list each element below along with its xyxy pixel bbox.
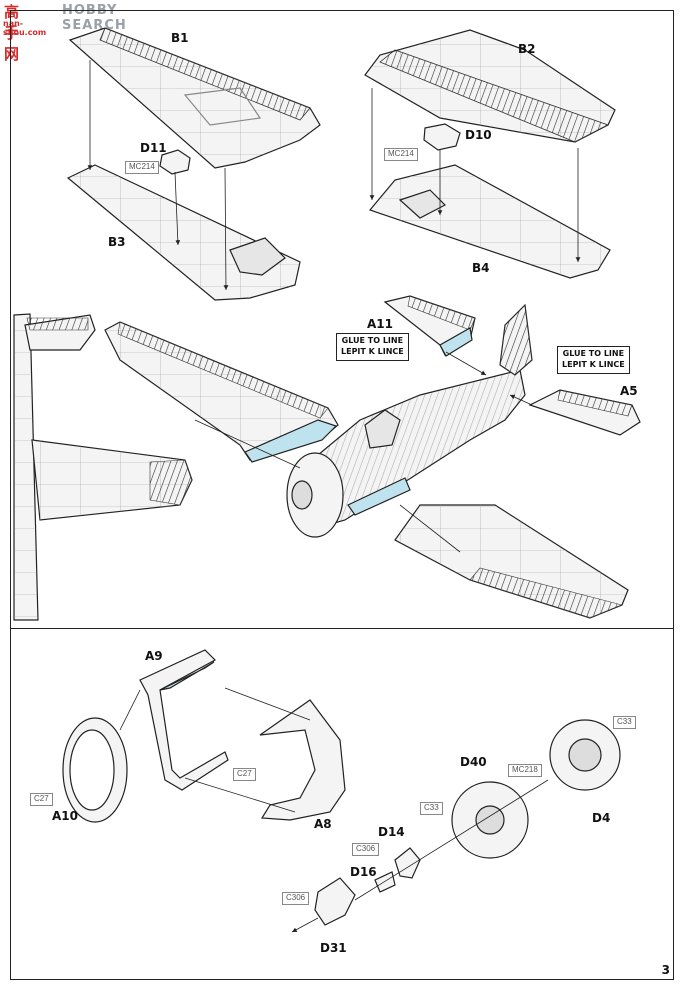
ref-c306-bottom: C306 xyxy=(282,892,310,905)
page-number: 3 xyxy=(661,963,670,977)
label-d40: D40 xyxy=(460,755,487,769)
label-a11: A11 xyxy=(367,317,393,331)
label-b2: B2 xyxy=(518,42,536,56)
label-d14: D14 xyxy=(378,825,405,839)
part-a10-cowl-ring xyxy=(62,717,128,823)
right-wing xyxy=(394,504,629,619)
partial-side-view xyxy=(13,313,193,621)
label-a10: A10 xyxy=(52,809,78,823)
watermark-url: nan-shou.com xyxy=(3,19,47,37)
part-d4-engine-rear xyxy=(549,719,621,791)
ref-c33-mid: C33 xyxy=(420,802,443,815)
glue-note-right-line2: LEPIT K LINCE xyxy=(562,359,625,369)
part-b4-wing-lower xyxy=(368,164,611,279)
ref-c27-mid: C27 xyxy=(233,768,256,781)
ref-c27-left: C27 xyxy=(30,793,53,806)
label-d31: D31 xyxy=(320,941,347,955)
fuselage xyxy=(286,303,533,538)
glue-note-left: GLUE TO LINE LEPIT K LINCE xyxy=(336,333,409,361)
part-d10 xyxy=(423,123,461,151)
page-frame xyxy=(10,10,674,980)
ref-mc218: MC218 xyxy=(508,764,542,777)
label-b3: B3 xyxy=(108,235,126,249)
part-b2-wing-upper xyxy=(364,29,616,143)
glue-note-right: GLUE TO LINE LEPIT K LINCE xyxy=(557,346,630,374)
label-b4: B4 xyxy=(472,261,490,275)
label-a5: A5 xyxy=(620,384,638,398)
part-a11-stabilizer xyxy=(383,295,476,357)
label-b1: B1 xyxy=(171,31,189,45)
watermark-logo: 高手网 xyxy=(4,3,21,63)
glue-note-right-line1: GLUE TO LINE xyxy=(562,349,625,358)
glue-note-left-line2: LEPIT K LINCE xyxy=(341,346,404,356)
part-d16 xyxy=(374,871,396,893)
label-d10: D10 xyxy=(465,128,492,142)
label-a8: A8 xyxy=(314,817,332,831)
part-a8-cowl-panel xyxy=(259,699,346,821)
part-d11 xyxy=(159,149,191,175)
ref-mc214-left: MC214 xyxy=(125,161,159,174)
part-d14 xyxy=(394,847,421,879)
section-divider xyxy=(10,628,674,629)
ref-mc214-right: MC214 xyxy=(384,148,418,161)
ref-c306-top: C306 xyxy=(352,843,380,856)
part-d31 xyxy=(314,877,356,926)
part-a9-cowl-panel xyxy=(139,649,229,791)
part-b1-wing-upper xyxy=(68,27,321,169)
label-d11: D11 xyxy=(140,141,167,155)
label-d4: D4 xyxy=(592,811,611,825)
label-d16: D16 xyxy=(350,865,377,879)
part-b3-wing-lower xyxy=(66,164,301,301)
left-wing xyxy=(104,321,339,463)
glue-note-left-line1: GLUE TO LINE xyxy=(341,336,404,345)
part-d40-engine-front xyxy=(451,781,529,859)
part-a5-stabilizer xyxy=(528,389,641,436)
label-a9: A9 xyxy=(145,649,163,663)
ref-c33-top: C33 xyxy=(613,716,636,729)
